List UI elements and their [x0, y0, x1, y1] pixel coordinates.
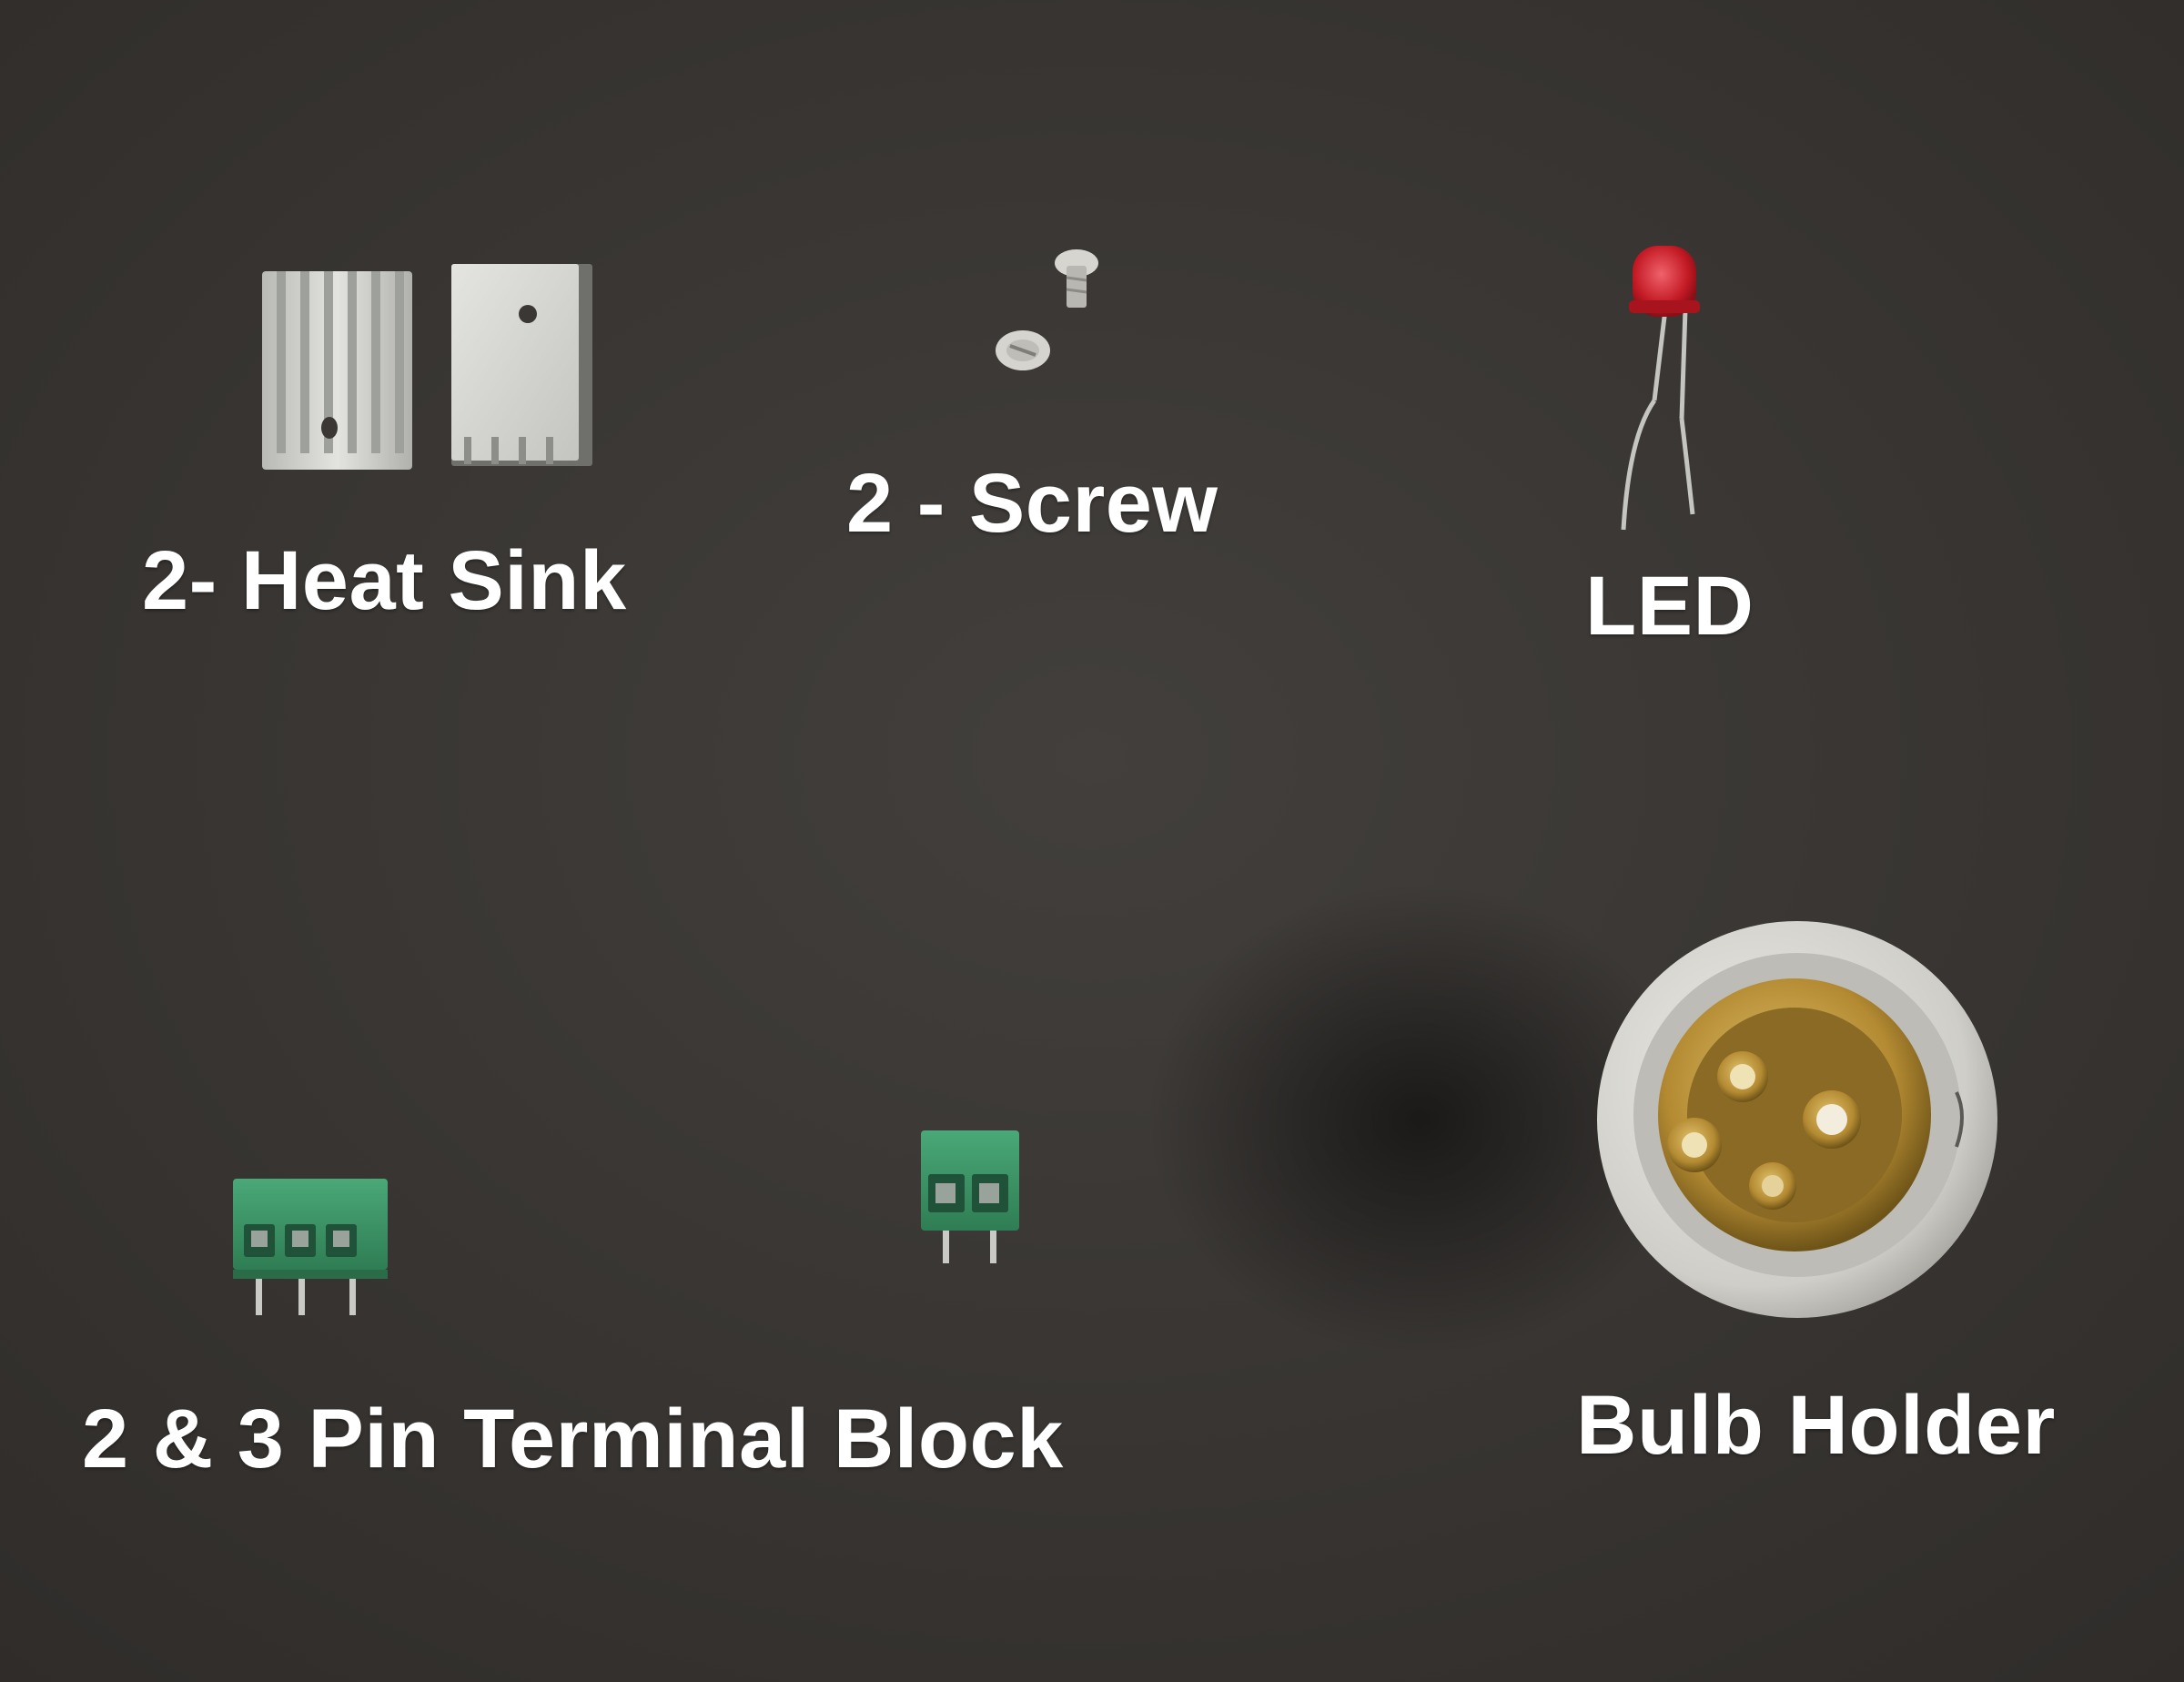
heat-sink-flat [451, 264, 592, 466]
led [1621, 246, 1700, 531]
terminal-block-label: 2 & 3 Pin Terminal Block [82, 1393, 1064, 1485]
bulb-holder-label: Bulb Holder [1576, 1379, 2056, 1472]
terminal-block-3-pin [233, 1179, 388, 1315]
terminal-block-2-pin [921, 1130, 1019, 1263]
bulb-holder [1147, 883, 1997, 1356]
screw-upright [1055, 249, 1098, 308]
screw-label: 2 - Screw [846, 457, 1218, 550]
heat-sink-finned [262, 271, 412, 470]
screw-flat [996, 330, 1050, 370]
led-label: LED [1585, 560, 1754, 653]
heat-sink-label: 2- Heat Sink [142, 534, 627, 627]
